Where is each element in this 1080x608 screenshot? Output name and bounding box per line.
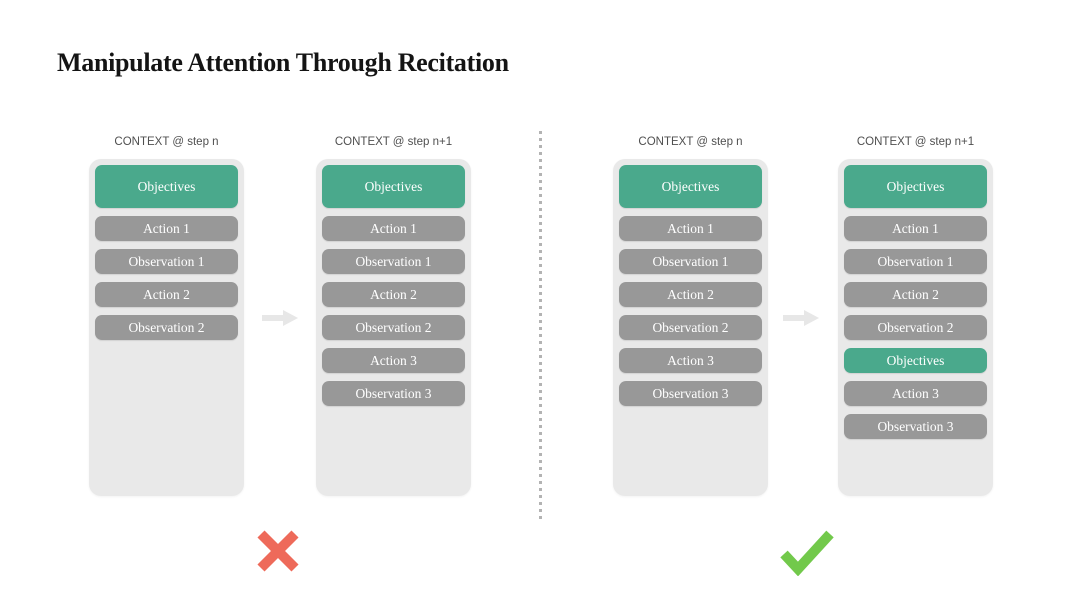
page-title: Manipulate Attention Through Recitation [57, 48, 509, 77]
step-pill: Observation 3 [619, 381, 762, 406]
objective-pill: Objectives [95, 165, 238, 208]
section-divider [539, 131, 542, 521]
step-pill: Action 2 [844, 282, 987, 307]
objective-pill: Objectives [322, 165, 465, 208]
context-stack: Objectives Action 1 Observation 1 Action… [613, 159, 768, 496]
column-header: CONTEXT @ step n+1 [856, 136, 975, 148]
step-pill: Observation 3 [322, 381, 465, 406]
step-pill: Observation 1 [322, 249, 465, 274]
context-stack: Objectives Action 1 Observation 1 Action… [89, 159, 244, 496]
step-pill: Observation 3 [844, 414, 987, 439]
step-pill: Action 1 [619, 216, 762, 241]
objective-pill: Objectives [844, 165, 987, 208]
column-header: CONTEXT @ step n [638, 136, 743, 148]
step-pill: Observation 2 [844, 315, 987, 340]
step-pill: Action 2 [619, 282, 762, 307]
column-header: CONTEXT @ step n [114, 136, 219, 148]
step-pill: Observation 1 [619, 249, 762, 274]
arrow-right-icon [783, 310, 819, 326]
step-pill: Action 2 [95, 282, 238, 307]
column-header: CONTEXT @ step n+1 [334, 136, 453, 148]
context-column-right-step-n: CONTEXT @ step n Objectives Action 1 Obs… [613, 134, 768, 496]
step-pill: Observation 2 [95, 315, 238, 340]
cross-icon [257, 530, 299, 572]
context-stack: Objectives Action 1 Observation 1 Action… [316, 159, 471, 496]
context-column-left-step-n: CONTEXT @ step n Objectives Action 1 Obs… [89, 134, 244, 496]
step-pill: Action 1 [322, 216, 465, 241]
step-pill: Action 3 [844, 381, 987, 406]
step-pill: Observation 1 [844, 249, 987, 274]
step-pill: Action 1 [844, 216, 987, 241]
arrow-right-icon [262, 310, 298, 326]
recited-objective-pill: Objectives [844, 348, 987, 373]
context-stack: Objectives Action 1 Observation 1 Action… [838, 159, 993, 496]
step-pill: Observation 2 [619, 315, 762, 340]
step-pill: Action 3 [322, 348, 465, 373]
step-pill: Action 3 [619, 348, 762, 373]
context-column-right-step-n1: CONTEXT @ step n+1 Objectives Action 1 O… [838, 134, 993, 496]
objective-pill: Objectives [619, 165, 762, 208]
check-icon [780, 530, 834, 576]
step-pill: Observation 2 [322, 315, 465, 340]
step-pill: Observation 1 [95, 249, 238, 274]
step-pill: Action 1 [95, 216, 238, 241]
step-pill: Action 2 [322, 282, 465, 307]
context-column-left-step-n1: CONTEXT @ step n+1 Objectives Action 1 O… [316, 134, 471, 496]
